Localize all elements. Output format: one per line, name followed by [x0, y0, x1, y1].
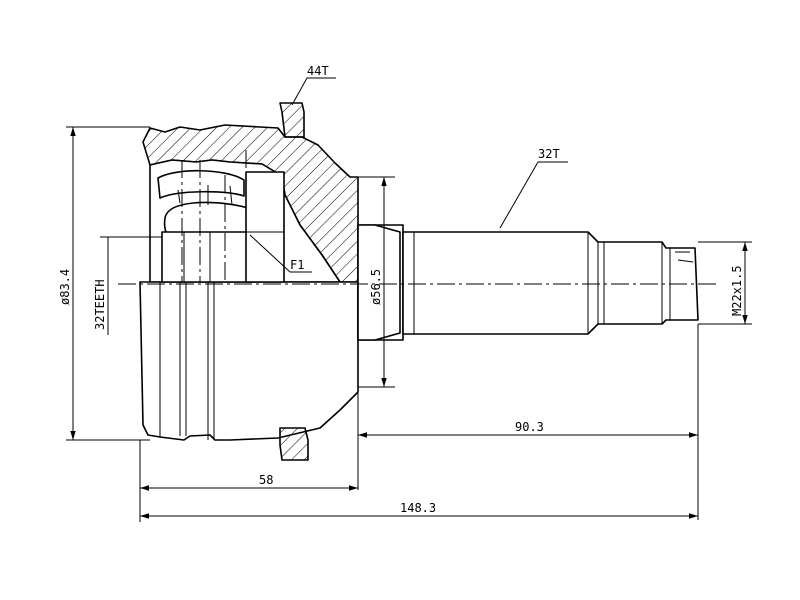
total-length-label: 148.3 — [400, 501, 436, 515]
inner-teeth-label: 32TEETH — [93, 279, 107, 330]
body-length-label: 58 — [259, 473, 273, 487]
fit-label: F1 — [290, 258, 304, 272]
inner-hub — [245, 171, 285, 283]
thread-label: M22x1.5 — [730, 265, 744, 316]
shaft-teeth-label: 32T — [538, 147, 560, 161]
outer-teeth-label: 44T — [307, 64, 329, 78]
seal-diameter-label: ø56.5 — [369, 269, 383, 305]
tone-ring-bottom — [279, 427, 309, 461]
ball-cage — [157, 169, 245, 199]
outer-diameter-label: ø83.4 — [58, 269, 72, 305]
housing-lower — [139, 281, 359, 441]
shaft-length-label: 90.3 — [515, 420, 544, 434]
inner-race — [161, 231, 255, 283]
tone-ring-top — [279, 102, 305, 138]
shaft — [402, 231, 699, 335]
